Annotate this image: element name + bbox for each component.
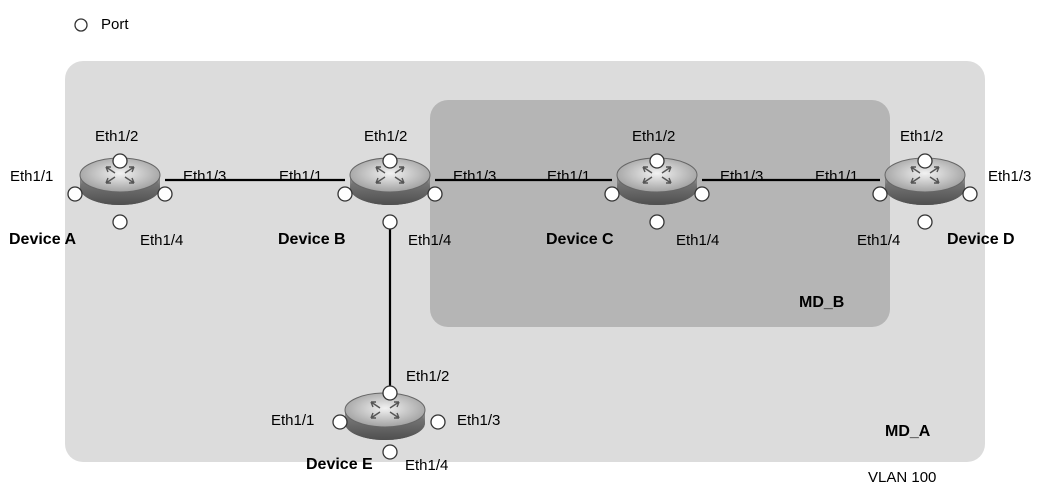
port-b-eth1-3[interactable] bbox=[427, 186, 443, 202]
port-a-eth1-3[interactable] bbox=[157, 186, 173, 202]
label-e-eth1-4: Eth1/4 bbox=[405, 457, 448, 474]
label-a-eth1-4: Eth1/4 bbox=[140, 232, 183, 249]
label-a-eth1-3: Eth1/3 bbox=[183, 168, 226, 185]
device-e-name: Device E bbox=[306, 456, 373, 473]
device-e[interactable]: Eth1/1 Eth1/2 Eth1/3 Eth1/4 Device E bbox=[271, 368, 500, 474]
port-b-eth1-2[interactable] bbox=[382, 153, 398, 169]
label-d-eth1-1: Eth1/1 bbox=[815, 168, 858, 185]
device-b[interactable]: Eth1/1 Eth1/2 Eth1/3 Eth1/4 Device B bbox=[278, 128, 496, 249]
label-b-eth1-4: Eth1/4 bbox=[408, 232, 451, 249]
label-a-eth1-1: Eth1/1 bbox=[10, 168, 53, 185]
label-a-eth1-2: Eth1/2 bbox=[95, 128, 138, 145]
port-e-eth1-2[interactable] bbox=[382, 385, 398, 401]
port-a-eth1-4[interactable] bbox=[112, 214, 128, 230]
port-c-eth1-3[interactable] bbox=[694, 186, 710, 202]
device-a[interactable]: Eth1/1 Eth1/2 Eth1/3 Eth1/4 Device A bbox=[9, 128, 226, 249]
port-d-eth1-4[interactable] bbox=[917, 214, 933, 230]
device-b-name: Device B bbox=[278, 231, 346, 248]
port-b-eth1-4[interactable] bbox=[382, 214, 398, 230]
label-c-eth1-3: Eth1/3 bbox=[720, 168, 763, 185]
switch-icon bbox=[616, 157, 698, 205]
port-e-eth1-3[interactable] bbox=[430, 414, 446, 430]
legend-port-icon bbox=[74, 18, 88, 32]
label-e-eth1-1: Eth1/1 bbox=[271, 412, 314, 429]
port-e-eth1-1[interactable] bbox=[332, 414, 348, 430]
links bbox=[165, 178, 880, 392]
label-e-eth1-2: Eth1/2 bbox=[406, 368, 449, 385]
legend: Port bbox=[74, 16, 129, 33]
label-c-eth1-2: Eth1/2 bbox=[632, 128, 675, 145]
port-d-eth1-3[interactable] bbox=[962, 186, 978, 202]
device-a-name: Device A bbox=[9, 231, 76, 248]
md-b-region bbox=[430, 100, 890, 327]
device-c-name: Device C bbox=[546, 231, 614, 248]
legend-port-label: Port bbox=[101, 16, 129, 33]
label-e-eth1-3: Eth1/3 bbox=[457, 412, 500, 429]
label-c-eth1-1: Eth1/1 bbox=[547, 168, 590, 185]
label-d-eth1-4: Eth1/4 bbox=[857, 232, 900, 249]
port-d-eth1-1[interactable] bbox=[872, 186, 888, 202]
label-d-eth1-2: Eth1/2 bbox=[900, 128, 943, 145]
port-a-eth1-2[interactable] bbox=[112, 153, 128, 169]
label-d-eth1-3: Eth1/3 bbox=[988, 168, 1031, 185]
label-b-eth1-3: Eth1/3 bbox=[453, 168, 496, 185]
port-a-eth1-1[interactable] bbox=[67, 186, 83, 202]
port-d-eth1-2[interactable] bbox=[917, 153, 933, 169]
vlan-label: VLAN 100 bbox=[868, 469, 936, 486]
port-c-eth1-2[interactable] bbox=[649, 153, 665, 169]
device-d-name: Device D bbox=[947, 231, 1015, 248]
md-b-label: MD_B bbox=[799, 294, 844, 311]
label-b-eth1-2: Eth1/2 bbox=[364, 128, 407, 145]
switch-icon bbox=[884, 157, 966, 205]
md-a-label: MD_A bbox=[885, 423, 931, 440]
switch-icon bbox=[349, 157, 431, 205]
label-b-eth1-1: Eth1/1 bbox=[279, 168, 322, 185]
port-b-eth1-1[interactable] bbox=[337, 186, 353, 202]
switch-icon bbox=[79, 157, 161, 205]
device-d[interactable]: Eth1/1 Eth1/2 Eth1/3 Eth1/4 Device D bbox=[815, 128, 1031, 249]
port-e-eth1-4[interactable] bbox=[382, 444, 398, 460]
device-c[interactable]: Eth1/1 Eth1/2 Eth1/3 Eth1/4 Device C bbox=[546, 128, 763, 249]
port-c-eth1-4[interactable] bbox=[649, 214, 665, 230]
label-c-eth1-4: Eth1/4 bbox=[676, 232, 719, 249]
port-c-eth1-1[interactable] bbox=[604, 186, 620, 202]
switch-icon bbox=[344, 392, 426, 440]
